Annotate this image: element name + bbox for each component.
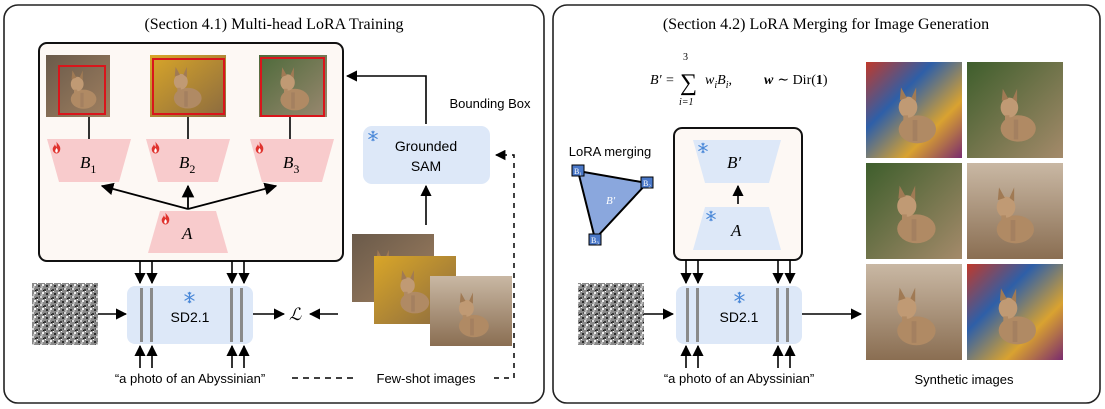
formula-sum-bottom: i=1 [679,97,694,108]
prompt-right: “a photo of an Abyssinian” [664,371,814,386]
vertex-b2: B₂ [643,179,651,188]
lora-merging-label: LoRA merging [569,144,651,159]
merge-simplex: B′ B₁ B₂ B₃ [571,164,654,246]
formula-sum: ∑ [680,70,697,96]
few-shot-label: Few-shot images [377,371,476,386]
vertex-b1: B₁ [574,167,582,176]
formula-body: wiBi, [705,73,732,91]
noise-image [32,283,98,345]
prompt-left: “a photo of an Abyssinian” [115,371,265,386]
right-panel-frame [552,4,1101,404]
left-panel-frame [3,4,545,404]
grounded-sam-line1: Grounded [395,138,457,154]
synthetic-images-label: Synthetic images [915,372,1014,387]
merge-formula: B′ = 3 ∑ i=1 wiBi, w∼ Dir(1) [650,52,828,108]
formula-lhs: B′ = [650,73,675,88]
merged-b-prime: B′ [693,140,781,183]
head-b2: B2 [146,139,230,182]
left-panel-title: (Section 4.1) Multi-head LoRA Training [144,16,403,33]
shared-a: A [148,211,228,253]
merged-b-prime-label: B′ [727,153,741,172]
simplex-label: B′ [606,195,616,207]
sd21-model-left: SD2.1 [127,286,253,344]
head-image-2 [150,55,226,117]
head-image-3 [259,55,327,117]
bounding-box-label: Bounding Box [450,96,531,111]
head-b2-label: B2 [179,153,195,176]
synthetic-image [967,163,1063,259]
sd21-label-left: SD2.1 [171,309,210,325]
head-image-1 [46,55,110,117]
vertex-b3: B₃ [591,236,599,245]
grounded-sam-line2: SAM [411,158,441,174]
grounded-sam-box: Grounded SAM [363,126,490,184]
sd21-label-right: SD2.1 [720,309,759,325]
head-b3-label: B3 [283,153,299,176]
few-shot-stack [352,234,512,346]
merged-a-label: A [730,221,742,240]
loss-label: ℒ [289,305,302,324]
head-b3: B3 [250,139,334,182]
right-panel-title: (Section 4.2) LoRA Merging for Image Gen… [663,16,989,33]
merged-a: A [693,207,781,250]
formula-dirichlet: w∼ Dir(1) [764,73,828,88]
formula-sum-top: 3 [683,52,688,63]
head-b1-label: B1 [80,153,96,176]
synthetic-grid [866,62,1063,360]
head-b1: B1 [47,139,131,182]
noise-image-right [578,283,644,345]
shared-a-label: A [181,224,193,243]
sd21-model-right: SD2.1 [676,286,802,344]
